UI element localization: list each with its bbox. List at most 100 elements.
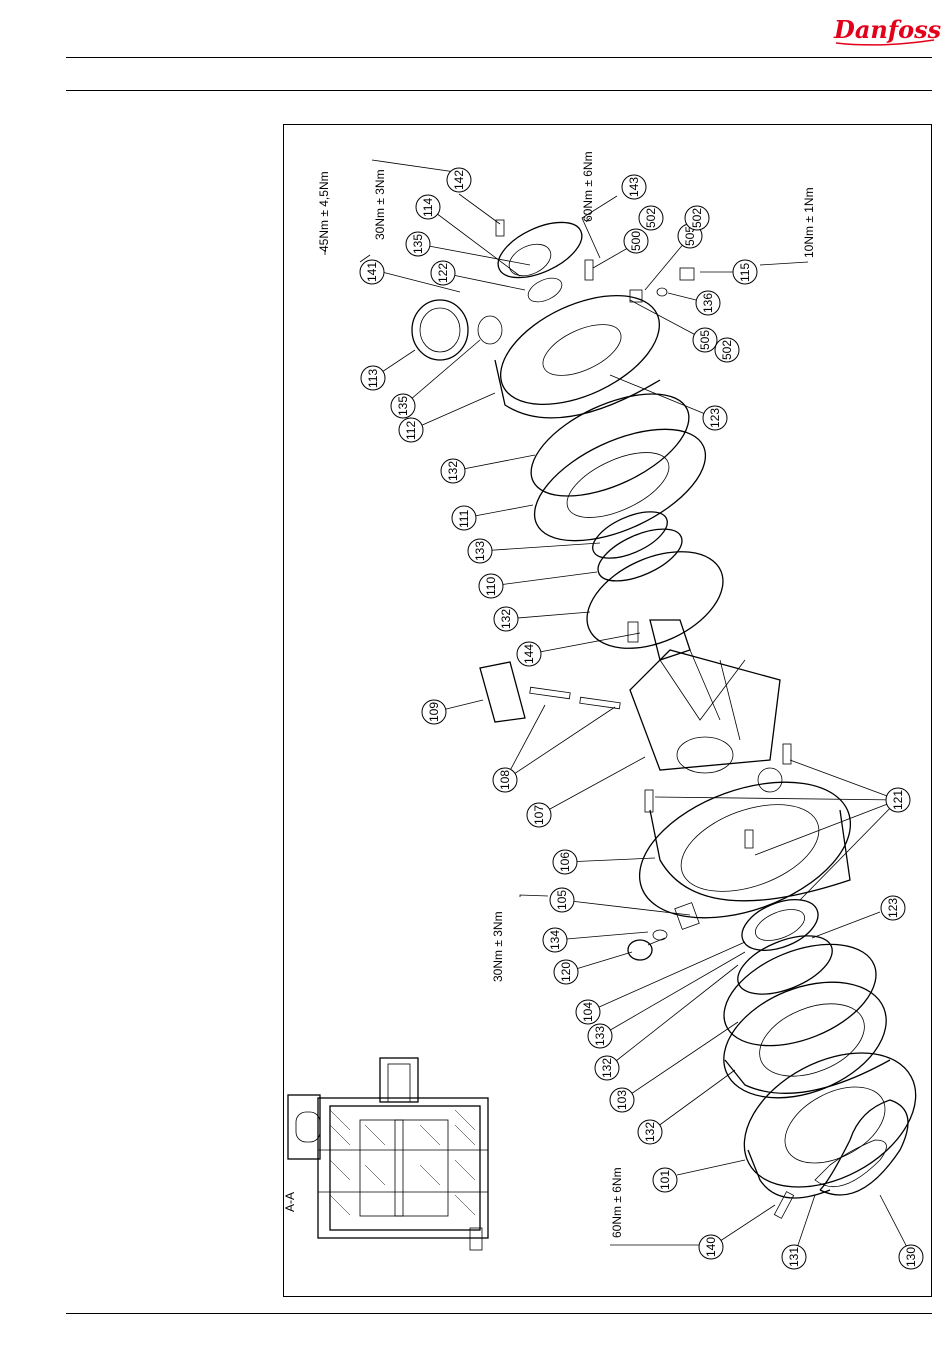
svg-text:109: 109 [427, 702, 441, 722]
torque-annotations: 45Nm ± 4,5Nm 30Nm ± 3Nm 60Nm ± 6Nm 10Nm … [317, 151, 816, 1238]
svg-text:121: 121 [891, 790, 905, 810]
svg-text:114: 114 [421, 198, 435, 217]
svg-text:104: 104 [581, 1002, 595, 1022]
section-view-a-a: A-A [283, 1058, 488, 1250]
svg-text:140: 140 [704, 1237, 718, 1257]
callout-115: 115 [733, 260, 757, 284]
callout-110: 110 [479, 574, 503, 598]
svg-text:141: 141 [365, 262, 379, 282]
part-140-screw [774, 1192, 793, 1219]
torque-142: 30Nm ± 3Nm [373, 169, 387, 240]
callout-107: 107 [527, 803, 551, 827]
callout-130: 130 [899, 1245, 923, 1269]
svg-text:134: 134 [548, 930, 562, 950]
callout-144: 144 [517, 642, 541, 666]
callout-140: 140 [699, 1235, 723, 1259]
svg-text:123: 123 [886, 898, 900, 918]
part-120-eyebolt [628, 938, 665, 960]
callout-134: 134 [543, 928, 567, 952]
svg-text:132: 132 [446, 461, 460, 481]
svg-text:122: 122 [436, 263, 450, 283]
svg-text:101: 101 [658, 1170, 672, 1190]
svg-text:112: 112 [404, 421, 418, 440]
callout-103: 103 [610, 1088, 634, 1112]
callout-142: 142 [447, 168, 471, 192]
torque-143: 60Nm ± 6Nm [581, 151, 595, 222]
svg-text:115: 115 [738, 263, 752, 282]
svg-text:106: 106 [558, 852, 572, 872]
section-label: A-A [283, 1192, 297, 1212]
part-108-pins [530, 687, 620, 709]
svg-text:144: 144 [522, 644, 536, 664]
part-136-washer [657, 288, 667, 296]
callout-122: 122 [431, 261, 455, 285]
callout-104: 104 [576, 1000, 600, 1024]
callout-135: 135 [406, 232, 430, 256]
callout-141: 141 [360, 260, 384, 284]
callout-502a: 502 [715, 338, 739, 362]
callout-123b: 123 [703, 406, 727, 430]
part-144-shaft [628, 620, 690, 660]
svg-text:113: 113 [366, 369, 380, 388]
svg-text:131: 131 [787, 1247, 801, 1267]
torque-105: 30Nm ± 3Nm [491, 911, 505, 982]
callouts: 142 114 135 122 141 113 135 112 132 111 … [360, 168, 923, 1269]
callout-101: 101 [653, 1168, 677, 1192]
callout-132b: 132 [494, 607, 518, 631]
callout-132d: 132 [638, 1120, 662, 1144]
svg-text:135: 135 [396, 396, 410, 416]
part-130-seal [820, 1100, 908, 1195]
callout-121: 121 [886, 788, 910, 812]
callout-133a: 133 [468, 539, 492, 563]
svg-text:500: 500 [629, 231, 643, 251]
torque-141: 45Nm ± 4,5Nm [317, 171, 331, 252]
part-122-seal [524, 273, 565, 306]
callout-111: 111 [452, 506, 476, 530]
callout-109: 109 [422, 700, 446, 724]
part-113-port-flange [412, 300, 468, 360]
callout-135b: 135 [391, 394, 415, 418]
svg-text:502: 502 [690, 208, 704, 228]
callout-123a: 123 [881, 896, 905, 920]
svg-text:133: 133 [593, 1026, 607, 1046]
callout-502c: 502 [639, 206, 663, 230]
part-135-orings [478, 238, 556, 344]
svg-text:110: 110 [484, 577, 498, 596]
svg-text:103: 103 [615, 1090, 629, 1110]
svg-text:132: 132 [499, 609, 513, 629]
callout-132c: 132 [595, 1056, 619, 1080]
callout-143: 143 [622, 175, 646, 199]
callout-505a: 505 [693, 328, 717, 352]
svg-text:130: 130 [904, 1247, 918, 1267]
part-109-plate [480, 662, 525, 722]
callout-114: 114 [416, 195, 440, 219]
svg-text:111: 111 [457, 509, 471, 528]
svg-text:132: 132 [643, 1122, 657, 1142]
svg-text:143: 143 [627, 177, 641, 197]
svg-text:135: 135 [411, 234, 425, 254]
svg-text:505: 505 [698, 330, 712, 350]
svg-text:120: 120 [559, 962, 573, 982]
svg-text:132: 132 [600, 1058, 614, 1078]
callout-133b: 133 [588, 1024, 612, 1048]
part-106-housing [621, 756, 869, 944]
torque-140: 60Nm ± 6Nm [610, 1167, 624, 1238]
svg-text:136: 136 [701, 293, 715, 313]
part-115-plug [680, 268, 694, 280]
part-505-fitting [630, 290, 642, 302]
svg-text:133: 133 [473, 541, 487, 561]
callout-108: 108 [493, 768, 517, 792]
svg-text:123: 123 [708, 408, 722, 428]
svg-text:502: 502 [720, 340, 734, 360]
svg-text:107: 107 [532, 805, 546, 825]
callout-105: 105 [550, 888, 574, 912]
svg-text:502: 502 [644, 208, 658, 228]
callout-112: 112 [399, 418, 423, 442]
part-133-orings [586, 502, 840, 1006]
callout-113: 113 [361, 366, 385, 390]
part-107-rotor [630, 650, 780, 773]
callout-502b: 502 [685, 206, 709, 230]
callout-131: 131 [782, 1245, 806, 1269]
part-112-cover [484, 273, 676, 426]
callout-136: 136 [696, 291, 720, 315]
